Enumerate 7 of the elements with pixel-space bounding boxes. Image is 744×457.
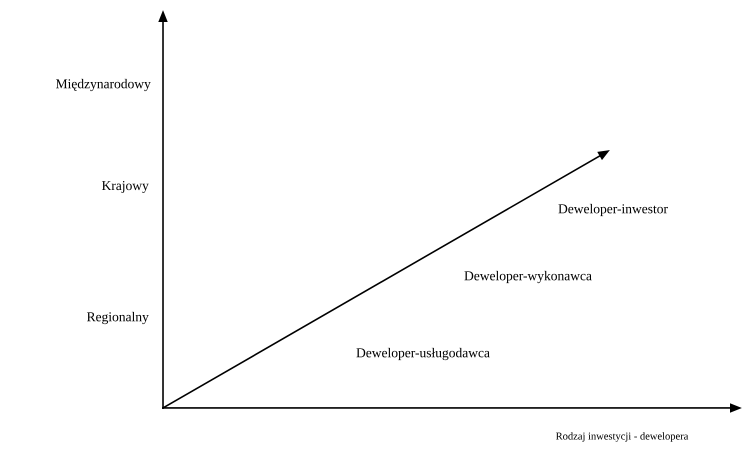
axis-label: Regionalny <box>86 312 149 324</box>
region-label: Deweloper-inwestor <box>558 204 668 216</box>
axis-title: Rodzaj inwestycji - dewelopera <box>556 432 688 442</box>
axis-label: Międzynarodowy <box>56 78 151 92</box>
region-label: Deweloper-wykonawca <box>464 270 592 284</box>
region-label: Deweloper-usługodawca <box>356 348 490 360</box>
axis-label: Krajowy <box>102 181 149 193</box>
